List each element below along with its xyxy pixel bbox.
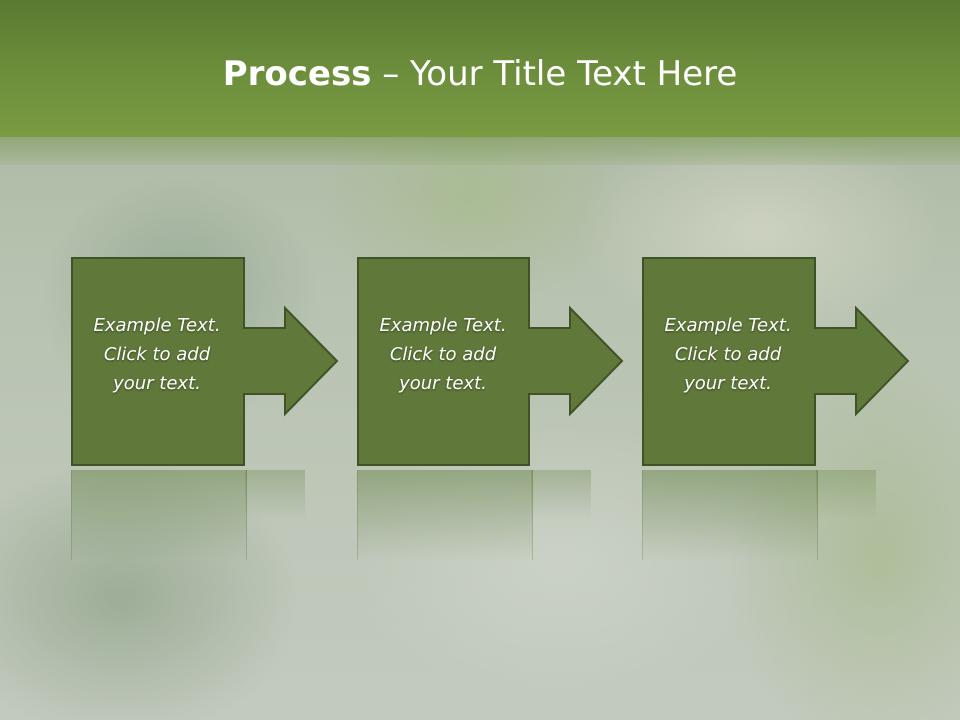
step-text: Example Text. Click to add your text.	[664, 315, 792, 394]
step-arrow-shape	[642, 257, 910, 466]
step-reflection	[71, 470, 247, 560]
arrow-reflection	[816, 470, 876, 520]
title-bar-fade	[0, 137, 960, 165]
step-text: Example Text. Click to add your text.	[379, 315, 507, 394]
slide-title-bold: Process	[222, 54, 372, 94]
arrow-reflection	[245, 470, 305, 520]
process-step-2[interactable]: Example Text. Click to add your text.	[357, 257, 637, 467]
process-step-3[interactable]: Example Text. Click to add your text.	[642, 257, 922, 467]
arrow-reflection	[531, 470, 591, 520]
title-bar	[0, 0, 960, 137]
step-reflection	[357, 470, 533, 560]
step-text: Example Text. Click to add your text.	[93, 315, 221, 394]
slide-title-rest: – Your Title Text Here	[371, 54, 738, 94]
step-reflection	[642, 470, 818, 560]
slide-title[interactable]: Process – Your Title Text Here	[0, 52, 960, 96]
process-step-1[interactable]: Example Text. Click to add your text.	[71, 257, 351, 467]
step-arrow-shape	[357, 257, 624, 466]
step-arrow-shape	[71, 257, 339, 466]
